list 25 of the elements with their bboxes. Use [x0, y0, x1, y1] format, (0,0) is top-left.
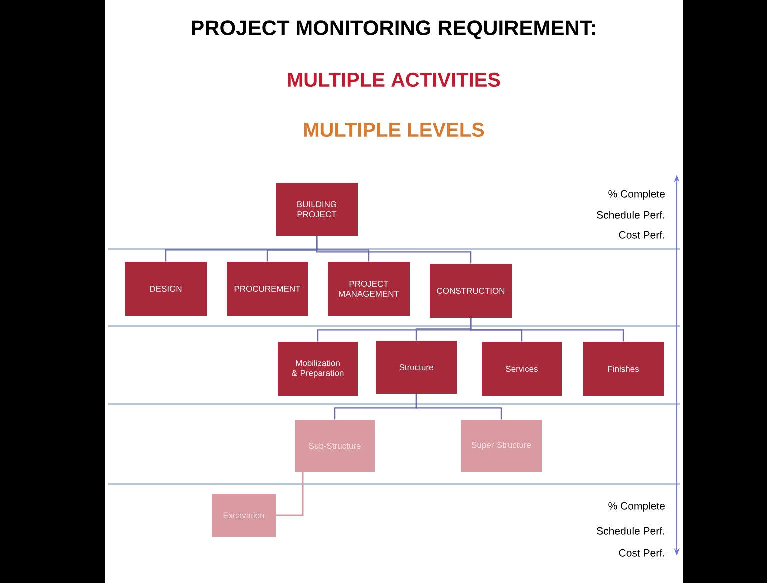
wbs-box: DESIGN — [125, 262, 207, 316]
wbs-box: PROJECT MANAGEMENT — [328, 262, 410, 316]
wbs-box: Services — [482, 342, 562, 396]
wbs-box: Mobilization & Preparation — [278, 342, 358, 396]
metric-label: % Complete — [608, 502, 665, 512]
title: PROJECT MONITORING REQUIREMENT: — [192, 20, 596, 40]
wbs-box: Super Structure — [461, 420, 542, 472]
metric-label: Cost Perf. — [619, 231, 664, 239]
wbs-box: Structure — [376, 341, 457, 394]
connector-line — [316, 236, 472, 264]
wbs-box: Finishes — [583, 342, 664, 396]
connector-line — [416, 394, 502, 420]
metric-label: Schedule Perf. — [597, 527, 664, 535]
wbs-box: PROCUREMENT — [227, 262, 308, 316]
subtitle: MULTIPLE ACTIVITIES — [288, 72, 500, 88]
connector-line — [276, 472, 304, 516]
wbs-box: Excavation — [212, 494, 276, 537]
metric-label: % Complete — [608, 190, 665, 200]
wbs-box: BUILDING PROJECT — [276, 183, 358, 236]
wbs-box: Sub-Structure — [295, 420, 375, 472]
metric-label: Schedule Perf. — [597, 211, 664, 219]
connector-line — [470, 318, 624, 342]
wbs-box: CONSTRUCTION — [430, 264, 512, 318]
metric-label: Cost Perf. — [619, 549, 664, 557]
subtitle: MULTIPLE LEVELS — [304, 122, 484, 138]
